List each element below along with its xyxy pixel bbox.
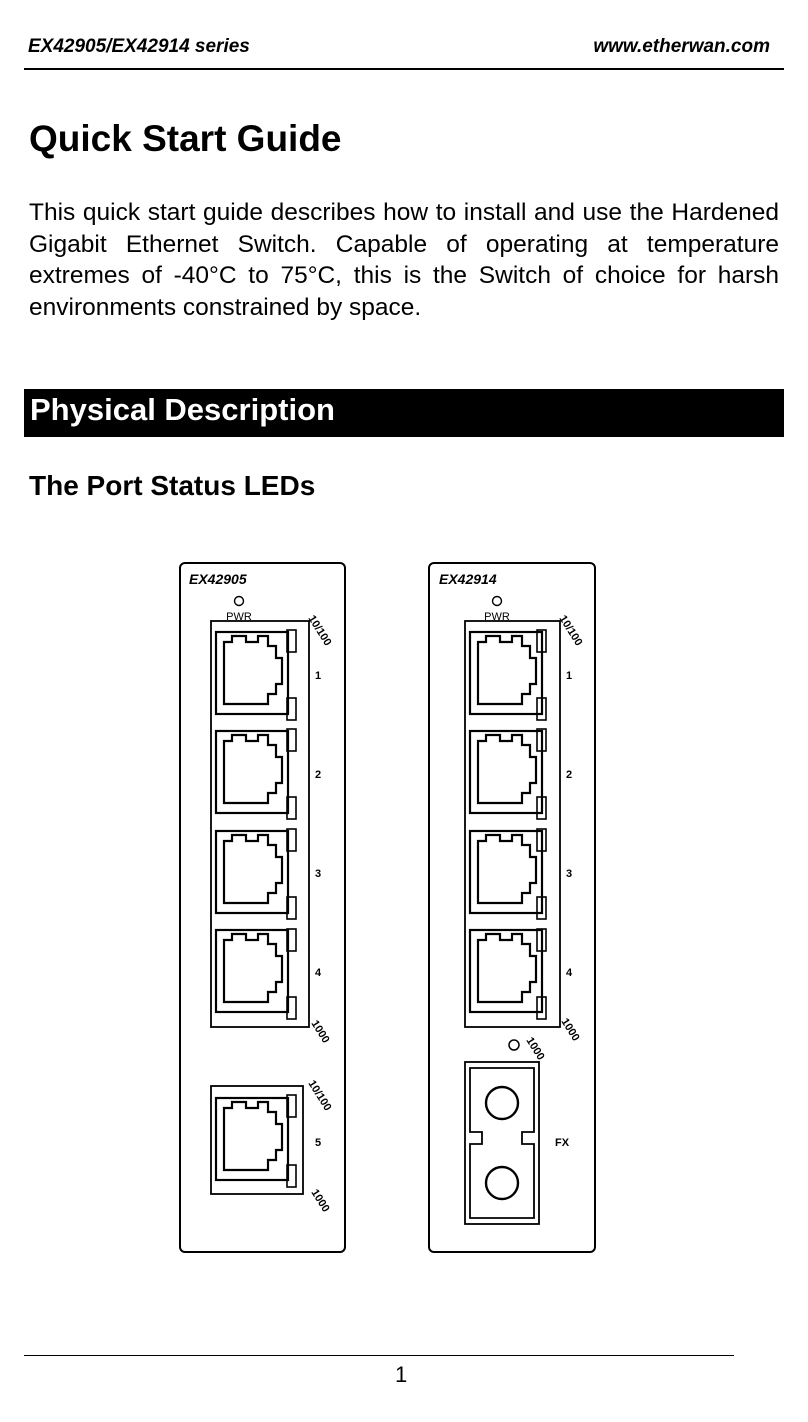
intro-paragraph: This quick start guide describes how to … (29, 199, 779, 321)
fiber-connector-tx-icon (484, 1085, 520, 1121)
pwr-led-icon (233, 595, 245, 607)
footer-rule (24, 1355, 734, 1356)
pwr-led-icon (491, 595, 503, 607)
header-rule (24, 68, 784, 70)
ethernet-port-3: 3 (468, 828, 572, 920)
port-number: 1 (315, 670, 321, 682)
ethernet-port-4: 4 (468, 928, 573, 1020)
ethernet-port-4: 4 (214, 928, 322, 1020)
panel-ex42914: EX42914 PWR 10/100 1 2 3 4 (428, 562, 596, 1253)
switch-front-panels-figure: EX42905 PWR 10/100 1 2 3 4 (179, 562, 596, 1253)
header-model-series: EX42905/EX42914 series (28, 36, 250, 57)
fiber-connector-rx-icon (484, 1165, 520, 1201)
ethernet-port-3: 3 (214, 828, 321, 920)
port-number: 1 (566, 670, 572, 682)
port-number: 4 (566, 967, 573, 979)
port-number: 2 (315, 769, 321, 781)
port-number: 5 (315, 1137, 321, 1149)
page-header: EX42905/EX42914 series www.etherwan.com (28, 36, 782, 58)
subsection-title: The Port Status LEDs (29, 470, 316, 501)
ethernet-port-2: 2 (468, 728, 572, 820)
section-title: Physical Description (30, 392, 335, 427)
port-number: 2 (566, 769, 572, 781)
pwr-label: PWR (484, 611, 510, 623)
panel-model-label: EX42914 (439, 571, 497, 587)
port-number: 4 (315, 967, 322, 979)
fx-label: FX (555, 1137, 570, 1149)
ethernet-port-1: 1 (468, 629, 572, 721)
ethernet-port-2: 2 (214, 728, 321, 820)
port-number: 3 (315, 868, 321, 880)
fiber-led-icon (508, 1039, 520, 1051)
panel-model-label: EX42905 (189, 571, 247, 587)
header-website: www.etherwan.com (593, 36, 770, 57)
section-heading-bar: Physical Description (24, 389, 784, 437)
page-number: 1 (395, 1362, 408, 1387)
port-number: 3 (566, 868, 572, 880)
ethernet-port-1: 1 (214, 629, 321, 721)
panel-ex42905: EX42905 PWR 10/100 1 2 3 4 (179, 562, 346, 1253)
pwr-label: PWR (226, 611, 252, 623)
page-title: Quick Start Guide (29, 118, 342, 159)
